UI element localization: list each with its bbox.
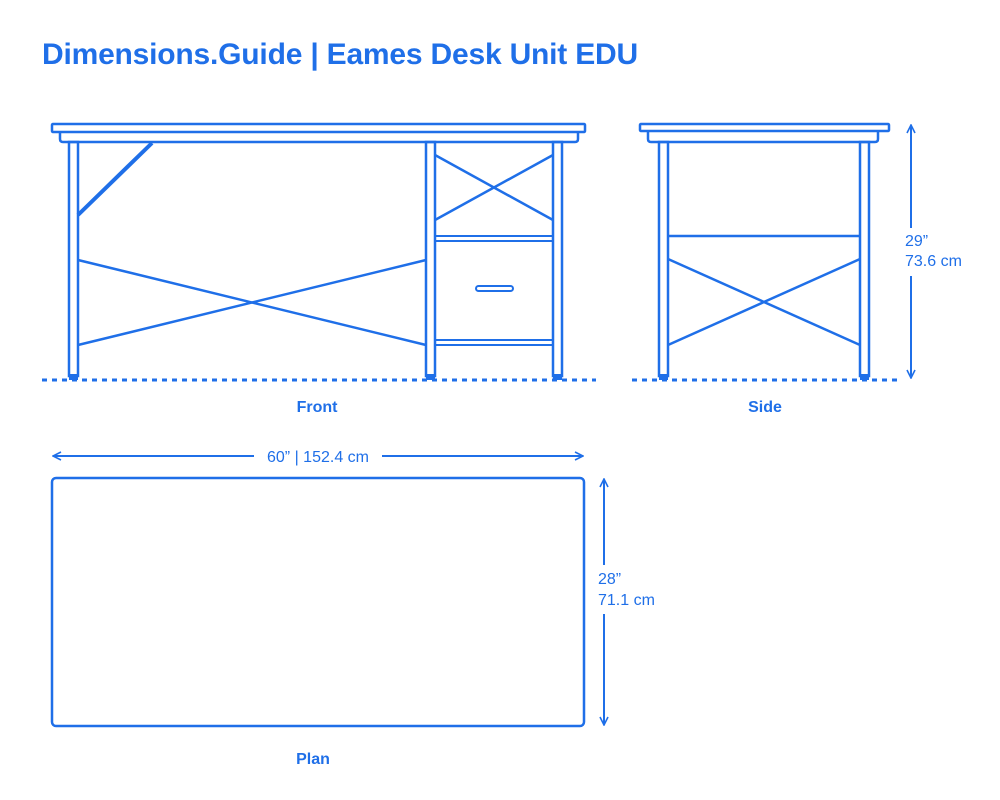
side-desktop (638, 122, 891, 133)
front-leg-right (551, 140, 564, 378)
side-leg-left (657, 140, 670, 378)
front-apron (58, 132, 580, 144)
side-foot (860, 374, 869, 380)
side-label: Side (748, 399, 782, 416)
side-foot (659, 374, 668, 380)
cabinet-shelf (434, 235, 554, 242)
depth-cm: 71.1 cm (598, 592, 655, 609)
front-leg-left (67, 140, 80, 378)
front-leg-middle (424, 140, 437, 378)
front-view: Front (42, 122, 596, 416)
cabinet-bottom-shelf (434, 339, 554, 346)
width-dimension: 60” | 152.4 cm (267, 449, 369, 466)
plan-desktop (50, 476, 586, 728)
height-cm: 73.6 cm (905, 253, 962, 270)
drawer-handle (475, 285, 514, 292)
cabinet-cross-brace (434, 153, 554, 222)
front-foot (553, 374, 562, 380)
side-apron (646, 131, 880, 144)
side-view: Side 29” 73.6 cm (632, 122, 962, 416)
front-diagonal-brace (76, 141, 154, 217)
front-label: Front (297, 399, 339, 416)
front-cross-brace (77, 258, 427, 347)
front-foot (426, 374, 435, 380)
front-desktop (50, 122, 587, 134)
plan-label: Plan (296, 751, 330, 768)
plan-view: 60” | 152.4 cm 28” 71.1 cm Plan (50, 449, 655, 768)
page-title: Dimensions.Guide | Eames Desk Unit EDU (42, 38, 638, 71)
depth-inches: 28” (598, 571, 621, 588)
height-inches: 29” (905, 233, 928, 250)
side-leg-right (858, 140, 871, 378)
front-foot (69, 374, 78, 380)
side-cross-brace (667, 257, 861, 347)
